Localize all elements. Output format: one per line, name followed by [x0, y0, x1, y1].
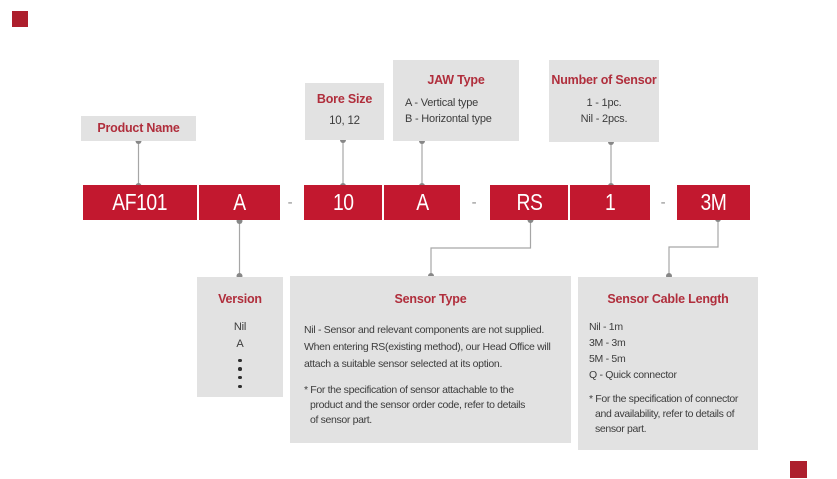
code-version: A: [233, 189, 246, 215]
sensor-type-note-line: of sensor part.: [310, 414, 372, 426]
panel-sensor-cable-length: Sensor Cable Length Nil - 1m 3M - 3m 5M …: [578, 277, 758, 450]
jaw-type-option: B - Horizontal type: [405, 112, 492, 125]
sensor-type-body-line: attach a suitable sensor selected at its…: [304, 358, 503, 370]
corner-mark-top-left: [12, 11, 28, 27]
corner-mark-bottom-right: [790, 461, 807, 478]
version-option: A: [236, 337, 244, 350]
cable-length-option: 3M - 3m: [589, 337, 626, 349]
panel-sensor-type-title: Sensor Type: [394, 292, 467, 306]
label-number-of-sensor: Number of Sensor 1 - 1pc. Nil - 2pcs.: [549, 60, 659, 142]
cable-length-note-line: sensor part.: [595, 423, 647, 435]
code-product: AF101: [112, 189, 168, 215]
ellipsis-dots: [197, 356, 283, 391]
code-separator: -: [660, 193, 666, 211]
code-cable-length: 3M: [700, 189, 727, 215]
code-box-cable-length: 3M: [677, 185, 750, 220]
label-product-name-title: Product Name: [97, 121, 180, 135]
code-box-product: AF101: [83, 185, 197, 220]
cable-length-option: 5M - 5m: [589, 353, 626, 365]
code-number-of-sensor: 1: [604, 189, 616, 215]
label-bore-size: Bore Size 10, 12: [305, 83, 384, 140]
sensor-type-body-line: When entering RS(existing method), our H…: [304, 341, 551, 353]
label-jaw-type: JAW Type A - Vertical type B - Horizonta…: [393, 60, 519, 141]
sensor-type-note-line: * For the specification of sensor attach…: [304, 384, 514, 396]
jaw-type-option: A - Vertical type: [405, 97, 479, 109]
panel-sensor-type: Sensor Type Nil - Sensor and relevant co…: [290, 276, 571, 443]
label-number-of-sensor-title: Number of Sensor: [551, 73, 657, 87]
panel-version: Version Nil A: [197, 277, 283, 397]
code-jaw-type: A: [415, 189, 429, 215]
number-of-sensor-option: Nil - 2pcs.: [580, 112, 628, 125]
code-box-version: A: [199, 185, 280, 220]
number-of-sensor-option: 1 - 1pc.: [586, 97, 622, 109]
label-product-name: Product Name: [81, 116, 196, 141]
code-box-bore-size: 10: [304, 185, 382, 220]
cable-length-option: Q - Quick connector: [589, 369, 677, 381]
bore-size-values: 10, 12: [329, 115, 360, 127]
code-separator: -: [287, 193, 293, 211]
label-bore-size-title: Bore Size: [316, 92, 373, 106]
code-box-sensor-type: RS: [490, 185, 568, 220]
code-box-jaw-type: A: [384, 185, 460, 220]
cable-length-option: Nil - 1m: [589, 321, 623, 333]
code-bore-size: 10: [332, 189, 354, 215]
sensor-type-body-line: Nil - Sensor and relevant components are…: [304, 324, 545, 336]
sensor-type-note-line: product and the sensor order code, refer…: [310, 399, 526, 411]
cable-length-note-line: * For the specification of connector: [589, 393, 739, 405]
label-jaw-type-title: JAW Type: [427, 73, 485, 87]
code-separator: -: [471, 193, 477, 211]
cable-length-note-line: and availability, refer to details of: [595, 408, 735, 420]
code-box-number-of-sensor: 1: [570, 185, 650, 220]
version-option: Nil: [233, 321, 247, 333]
panel-sensor-cable-length-title: Sensor Cable Length: [607, 292, 729, 306]
panel-version-title: Version: [218, 292, 262, 306]
code-sensor-type: RS: [515, 189, 542, 215]
